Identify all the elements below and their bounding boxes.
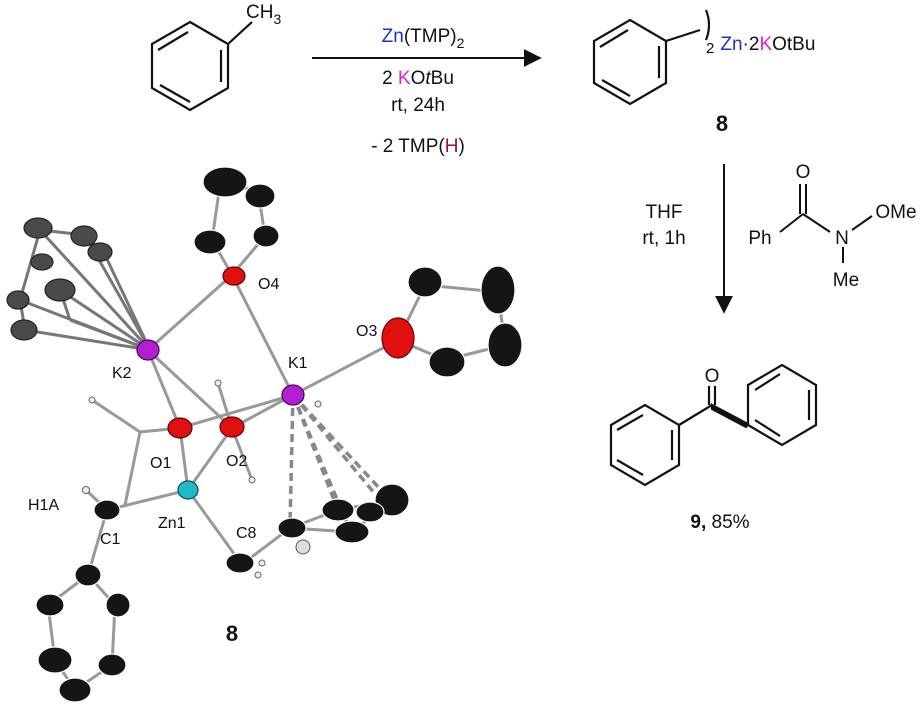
label-k2: K2 <box>112 365 132 382</box>
weinreb-me: Me <box>833 270 859 291</box>
thf-o4-carbon <box>202 166 248 198</box>
c1-phenyl-carbon <box>97 653 127 677</box>
atom-zn1 <box>177 480 199 500</box>
hydrogen-atom <box>82 486 90 494</box>
atom-o3 <box>381 317 415 359</box>
atom-c8 <box>225 552 255 574</box>
label-c8: C8 <box>236 525 257 542</box>
k1-arene-carbon <box>355 501 385 523</box>
label-o1: O1 <box>150 455 171 472</box>
condition-rt-1h: rt, 1h <box>642 228 685 249</box>
hydrogen-atom <box>254 571 262 579</box>
weinreb-ph: Ph <box>748 228 771 249</box>
k2-arene-atom <box>10 319 38 341</box>
product-9-carbonyl-o: O <box>705 366 720 387</box>
k1-arene-carbon <box>334 520 370 544</box>
product-9-structure <box>609 363 818 487</box>
hydrogen-atom <box>214 379 222 387</box>
k2-arene-atom <box>44 278 76 302</box>
product-8-structure <box>592 9 711 106</box>
hydrogen-atom <box>248 476 256 484</box>
k2-arene-atom <box>6 290 30 310</box>
product-8-number: 8 <box>716 111 728 136</box>
hydrogen-atom <box>295 539 311 555</box>
crystal-structure <box>6 166 523 703</box>
condition-byproduct: - 2 TMP(H) <box>371 136 465 157</box>
label-o3: O3 <box>356 323 377 340</box>
c1-phenyl-carbon <box>74 563 102 587</box>
k2-arene-atom <box>23 217 53 239</box>
thf-o3-carbon <box>428 346 466 378</box>
condition-kotbu: 2 KOtBu <box>382 68 454 89</box>
condition-thf: THF <box>646 202 683 223</box>
weinreb-carbonyl-o: O <box>796 162 811 183</box>
atom-o4 <box>222 266 246 286</box>
thf-o3-carbon <box>407 266 443 298</box>
thf-o4-carbon <box>244 183 276 209</box>
thf-o4-carbon <box>252 224 280 248</box>
reagent-zn-tmp2: Zn(TMP)2 <box>382 26 465 51</box>
atom-c1 <box>93 499 121 521</box>
k1-arene-carbon <box>321 498 355 522</box>
label-zn1: Zn1 <box>158 515 186 532</box>
hydrogen-atom <box>258 559 266 567</box>
weinreb-n: N <box>835 228 849 249</box>
c1-phenyl-carbon <box>105 592 131 618</box>
label-h1a: H1A <box>28 497 59 514</box>
thf-o4-carbon <box>193 229 227 255</box>
k2-arene-atom <box>30 253 54 271</box>
disordered-arene-k2 <box>18 228 152 352</box>
atom-k2 <box>136 339 160 361</box>
label-c1: C1 <box>100 531 121 548</box>
label-o2: O2 <box>226 453 247 470</box>
c1-phenyl-carbon <box>37 646 73 674</box>
weinreb-amide-structure <box>779 184 873 263</box>
toluene-methyl-label: CH3 <box>246 2 281 27</box>
crystal-compound-number: 8 <box>226 621 238 646</box>
condition-time: rt, 24h <box>391 95 445 116</box>
weinreb-ome: OMe <box>875 202 916 223</box>
label-k1: K1 <box>288 355 308 372</box>
c1-phenyl-carbon <box>35 593 65 617</box>
atom-o1 <box>167 417 193 439</box>
hydrogen-atom <box>314 400 322 408</box>
toluene-structure <box>150 20 253 112</box>
hydrogen-atom <box>88 396 96 404</box>
k2-arene-atom <box>87 242 113 262</box>
label-o4: O4 <box>258 276 279 293</box>
product-9-label: 9, 85% <box>690 512 749 533</box>
thf-o3-carbon <box>480 265 516 315</box>
k1-arene-carbon <box>277 517 307 539</box>
k2-arene-atom <box>70 225 98 247</box>
atom-k1 <box>281 384 305 406</box>
core-bonds <box>84 273 399 576</box>
atom-o2 <box>219 416 245 438</box>
thf-o3-carbon <box>487 322 523 368</box>
c1-phenyl-carbon <box>58 677 92 703</box>
